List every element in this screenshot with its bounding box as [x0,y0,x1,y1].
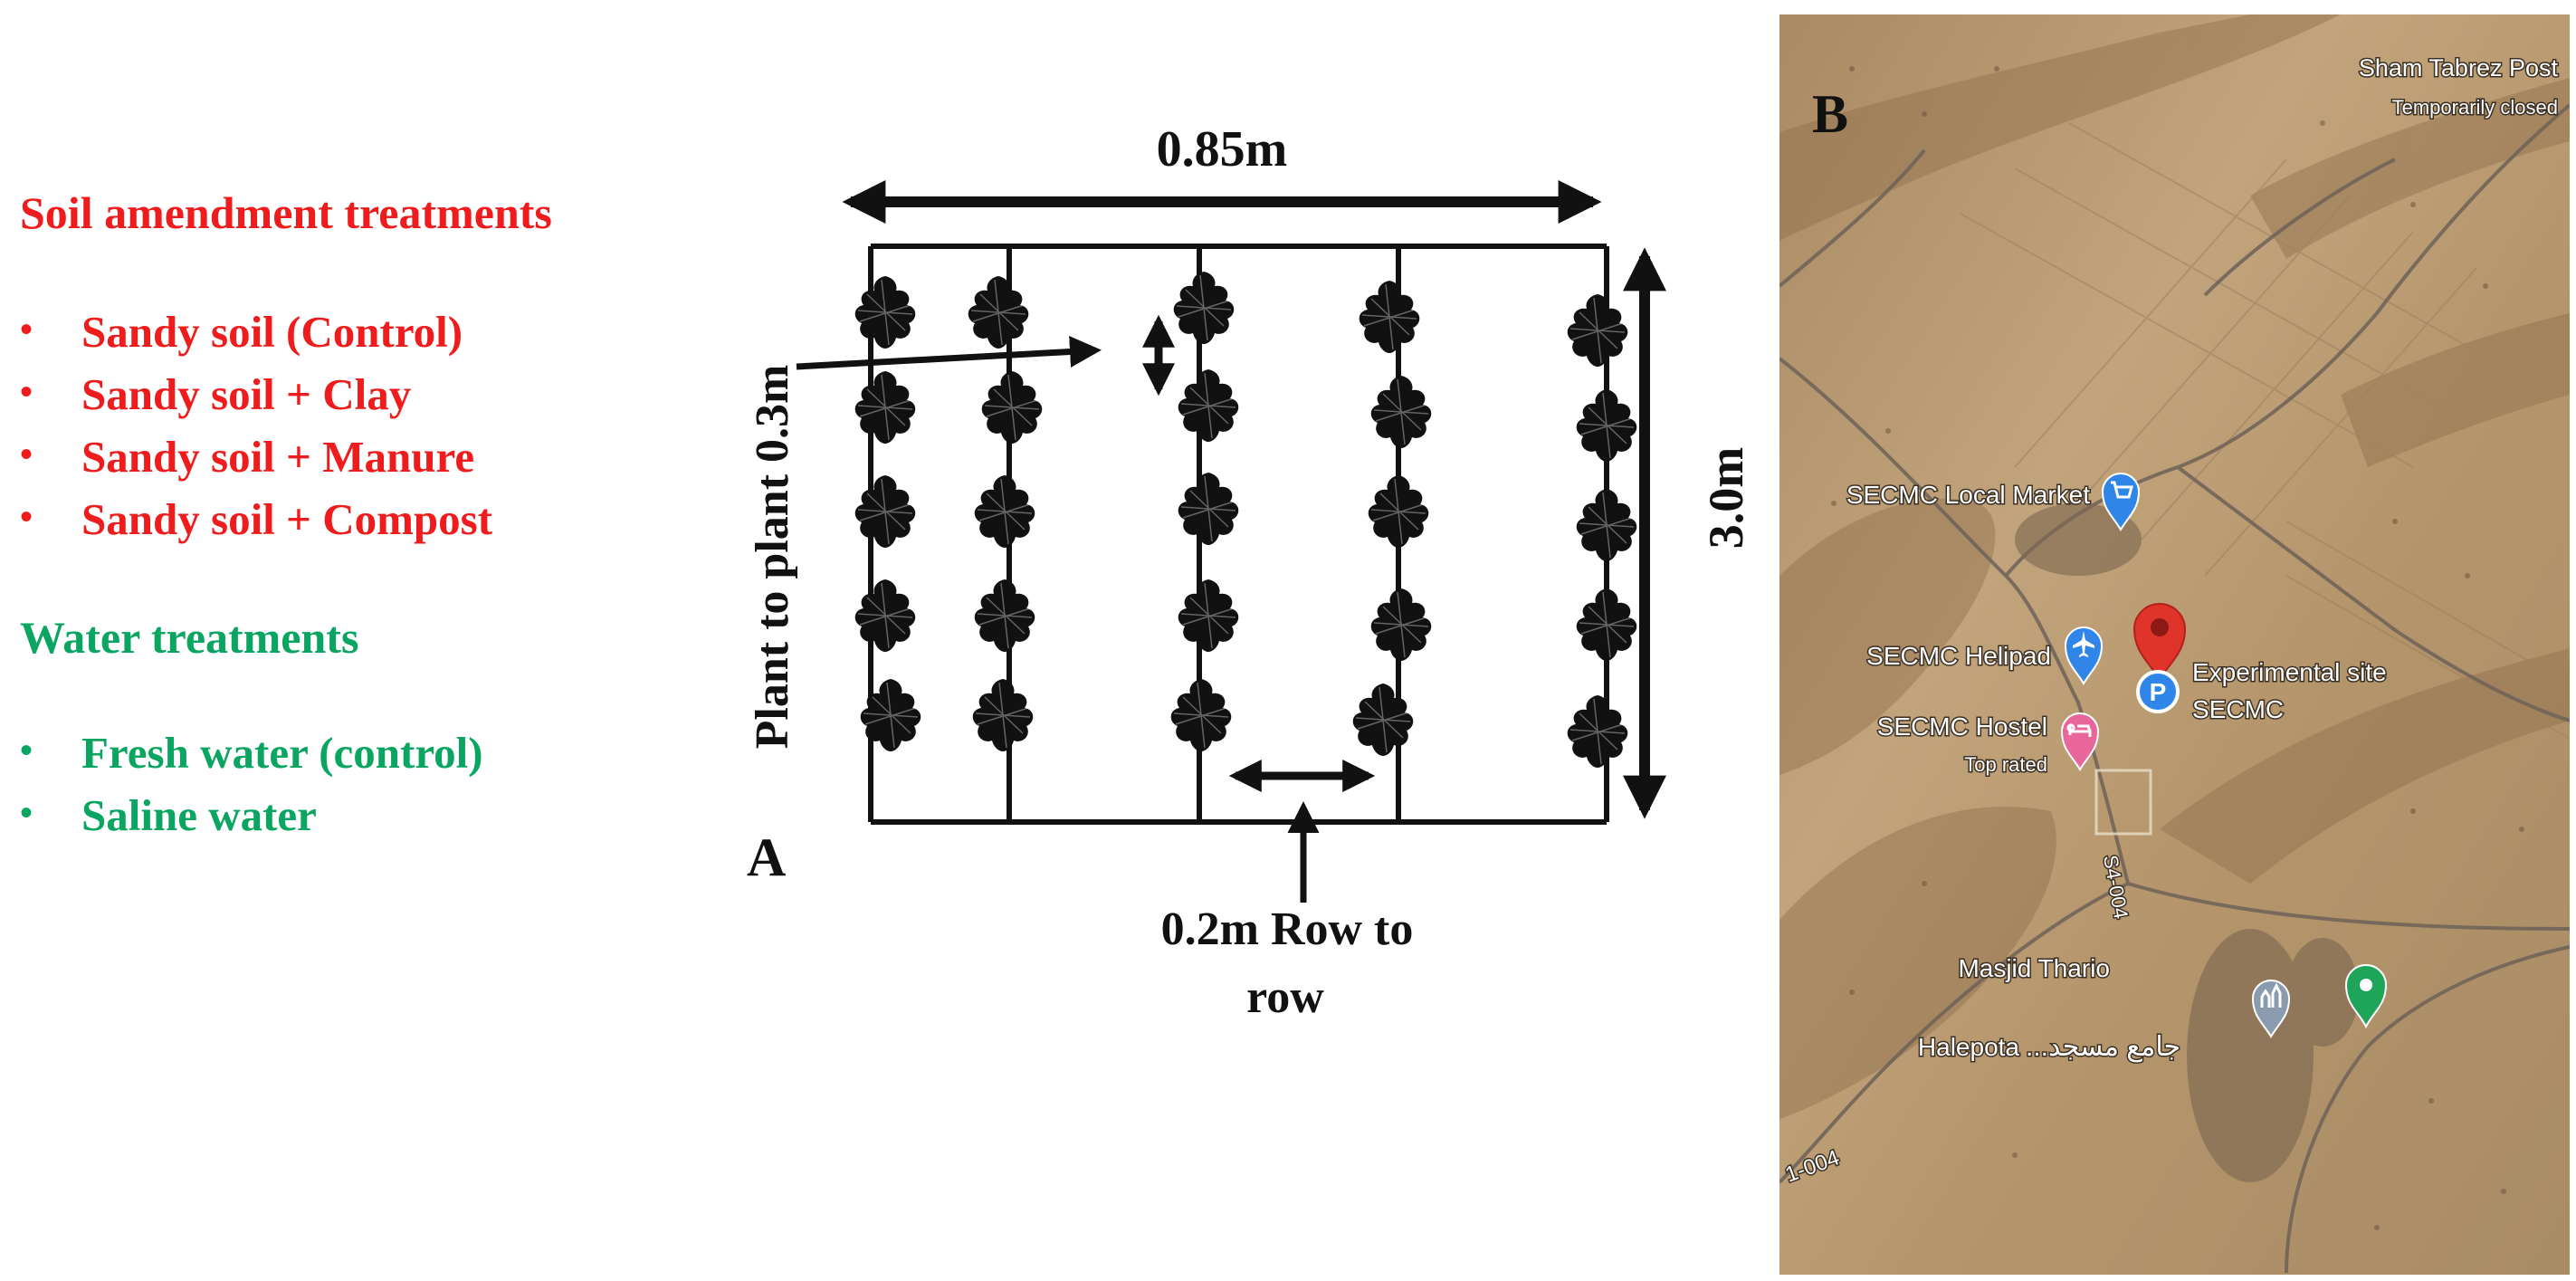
tree-icon [1369,588,1433,662]
list-item: • Sandy soil + Manure [20,435,708,497]
local-market-label[interactable]: SECMC Local Market [1845,480,2091,511]
tree-icon [854,370,917,445]
helipad-pin[interactable] [2064,626,2104,686]
roads [1779,103,2570,1274]
treatment-legend: Soil amendment treatments • Sandy soil (C… [20,190,708,856]
tree-icon [973,578,1036,653]
sham-tabrez-label[interactable]: Sham Tabrez Post [2357,53,2560,83]
plant-spacing-pointer [796,336,1102,370]
plot-layout-diagram: 0.85m 3.0m [747,121,1753,1023]
width-label: 0.85m [1157,121,1288,177]
bullet: • [20,730,33,770]
map-pin-icon [2360,979,2372,991]
bullet: • [20,434,33,474]
sham-tabrez-status: Temporarily closed [2392,96,2558,119]
masjid-label[interactable]: Masjid Thario [1957,953,2112,984]
masjid-pin[interactable] [2251,980,2291,1039]
map-pin-icon [2151,618,2169,636]
tree-icon [1172,271,1236,345]
tree-icon [980,370,1044,445]
tree-icon [1169,678,1233,752]
shopping-cart-icon [2111,481,2133,499]
tree-icon [854,275,917,349]
list-item: • Saline water [20,793,708,856]
bullet: • [20,371,33,412]
tree-icon [1369,375,1433,449]
list-item: • Sandy soil (Control) [20,310,708,372]
helipad-label[interactable]: SECMC Helipad [1865,641,2053,672]
bed-icon [2066,723,2092,737]
tree-icon [971,678,1035,752]
bullet: • [20,792,33,833]
soil-treatments-heading: Soil amendment treatments [20,187,552,238]
water-treatments-heading: Water treatments [20,612,359,663]
tree-icon [1351,683,1415,757]
water-treatment-label: Fresh water (control) [81,728,483,778]
tree-icon [1575,588,1638,662]
tree-icon [1358,280,1421,354]
mosque-icon [2260,982,2282,1008]
hostel-note: Top rated [1964,753,2047,776]
bullet: • [20,309,33,349]
plant-spacing-label: Plant to plant 0.3m [747,365,798,750]
tree-icon [1177,368,1240,443]
panel-label-a: A [747,827,786,887]
vegetation-dots [1831,66,2524,1230]
list-item: • Sandy soil + Clay [20,372,708,435]
tree-icon [1575,388,1638,463]
satellite-map[interactable]: S4-004 1-004 B Sham Tabrez Post Temporar… [1779,14,2570,1275]
tree-icon [1177,578,1240,653]
compound [2094,769,2152,836]
list-item: • Sandy soil + Compost [20,497,708,559]
hostel-pin[interactable] [2060,712,2100,772]
soil-treatments-list: • Sandy soil (Control) • Sandy soil + Clay… [20,310,708,559]
row-spacing-label-line1: 0.2m Row to [1161,903,1414,955]
soil-treatment-label: Sandy soil + Manure [81,432,475,482]
tree-icon [967,275,1030,349]
experimental-site-pin[interactable] [2132,603,2187,683]
water-treatments-list: • Fresh water (control) • Saline water [20,731,708,856]
local-market-pin[interactable] [2101,473,2141,532]
halepota-label[interactable]: Halepota [1916,1032,2021,1063]
length-label: 3.0m [1699,447,1753,550]
halepota-urdu-label[interactable]: ...جامع مسجد [2025,1031,2182,1065]
soil-treatment-label: Sandy soil (Control) [81,307,463,357]
panel-label-b: B [1812,84,1848,144]
experimental-site-label-line2[interactable]: SECMC [2191,694,2285,725]
tree-icon [973,474,1036,549]
hostel-label[interactable]: SECMC Hostel [1875,712,2048,742]
field-grid [1960,122,2570,740]
tree-icon [1177,472,1240,546]
parking-pin[interactable]: P [2136,670,2180,713]
tree-icon [1575,488,1638,562]
tree-icon [1367,474,1430,549]
list-item: • Fresh water (control) [20,731,708,793]
tree-icon [854,578,917,653]
soil-treatment-label: Sandy soil + Clay [81,369,412,419]
green-pin[interactable] [2344,964,2388,1029]
soil-treatment-label: Sandy soil + Compost [81,494,493,544]
plant-grid [854,271,1638,769]
experimental-site-label-line1[interactable]: Experimental site [2191,657,2389,688]
bullet: • [20,496,33,537]
tree-icon [1566,694,1629,769]
row-spacing-label-line2: row [1246,971,1324,1023]
tree-icon [1566,293,1629,368]
tree-icon [854,474,917,549]
airplane-icon [2073,631,2094,657]
water-treatment-label: Saline water [81,790,317,840]
map-canvas: S4-004 1-004 B Sham Tabrez Post Temporar… [1779,14,2570,1275]
ridges [1779,14,2570,1119]
parking-icon: P [2150,678,2167,706]
